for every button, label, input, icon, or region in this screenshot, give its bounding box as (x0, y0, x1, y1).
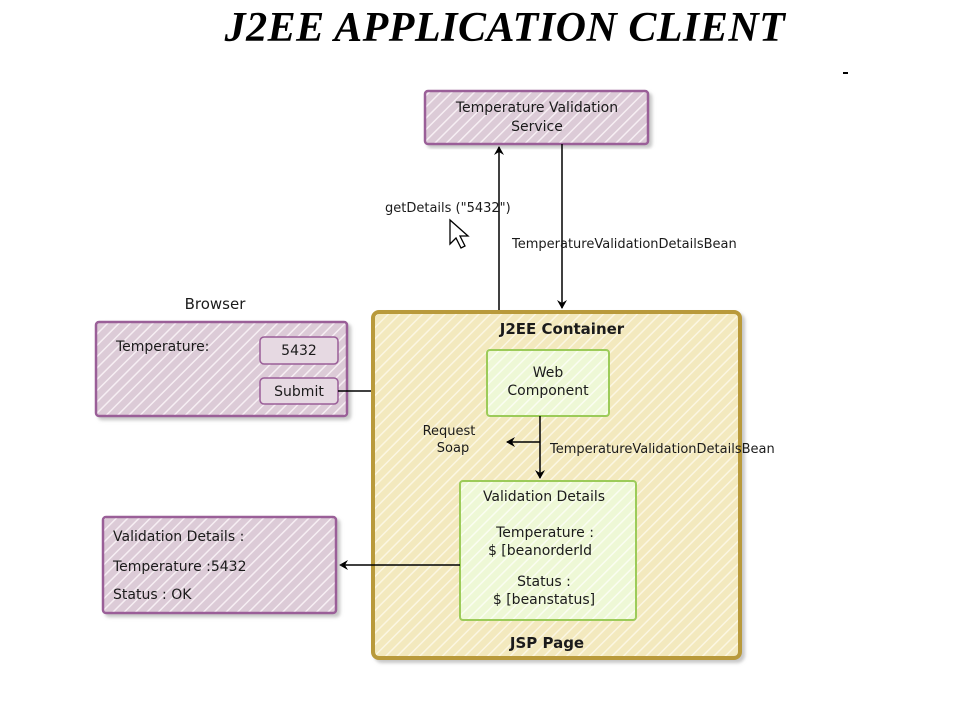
service-line-1: Temperature Validation (455, 100, 618, 116)
temperature-expr-value: $ [beanorderId (488, 543, 592, 559)
service-line-2: Service (511, 119, 563, 135)
validation-details-title: Validation Details (483, 489, 605, 505)
bean-return-label: TemperatureValidationDetailsBean (511, 237, 737, 252)
jsp-page-label: JSP Page (509, 634, 584, 652)
result-box: Validation Details : Temperature :5432 S… (101, 515, 338, 615)
get-details-label: getDetails ("5432") (385, 201, 511, 216)
container-title: J2EE Container (499, 320, 625, 338)
web-component-line-2: Component (507, 383, 589, 399)
request-label: Request (423, 424, 476, 439)
result-line-3: Status : OK (113, 587, 192, 603)
submit-button[interactable]: Submit (259, 377, 339, 405)
result-line-2: Temperature :5432 (112, 559, 246, 575)
page-title: J2EE APPLICATION CLIENT (224, 5, 786, 51)
temperature-input[interactable]: 5432 (259, 336, 339, 365)
temperature-input-value: 5432 (281, 343, 317, 359)
validation-service-box: Temperature Validation Service (423, 89, 650, 146)
status-expr-label: Status : (517, 574, 571, 590)
status-expr-value: $ [beanstatus] (493, 592, 595, 608)
validation-details-box: Validation Details Temperature : $ [bean… (459, 480, 637, 621)
temperature-expr-label: Temperature : (495, 525, 594, 541)
submit-button-label: Submit (274, 384, 324, 400)
soap-label: Soap (437, 441, 469, 456)
canvas-edge-mark (843, 72, 848, 74)
mouse-cursor-icon (449, 218, 470, 249)
web-component-box: Web Component (486, 349, 610, 417)
temperature-field-label: Temperature: (115, 339, 209, 355)
web-component-line-1: Web (533, 365, 564, 381)
bean-to-jsp-label: TemperatureValidationDetailsBean (549, 442, 775, 457)
result-line-1: Validation Details : (113, 529, 244, 545)
browser-label: Browser (185, 295, 247, 313)
